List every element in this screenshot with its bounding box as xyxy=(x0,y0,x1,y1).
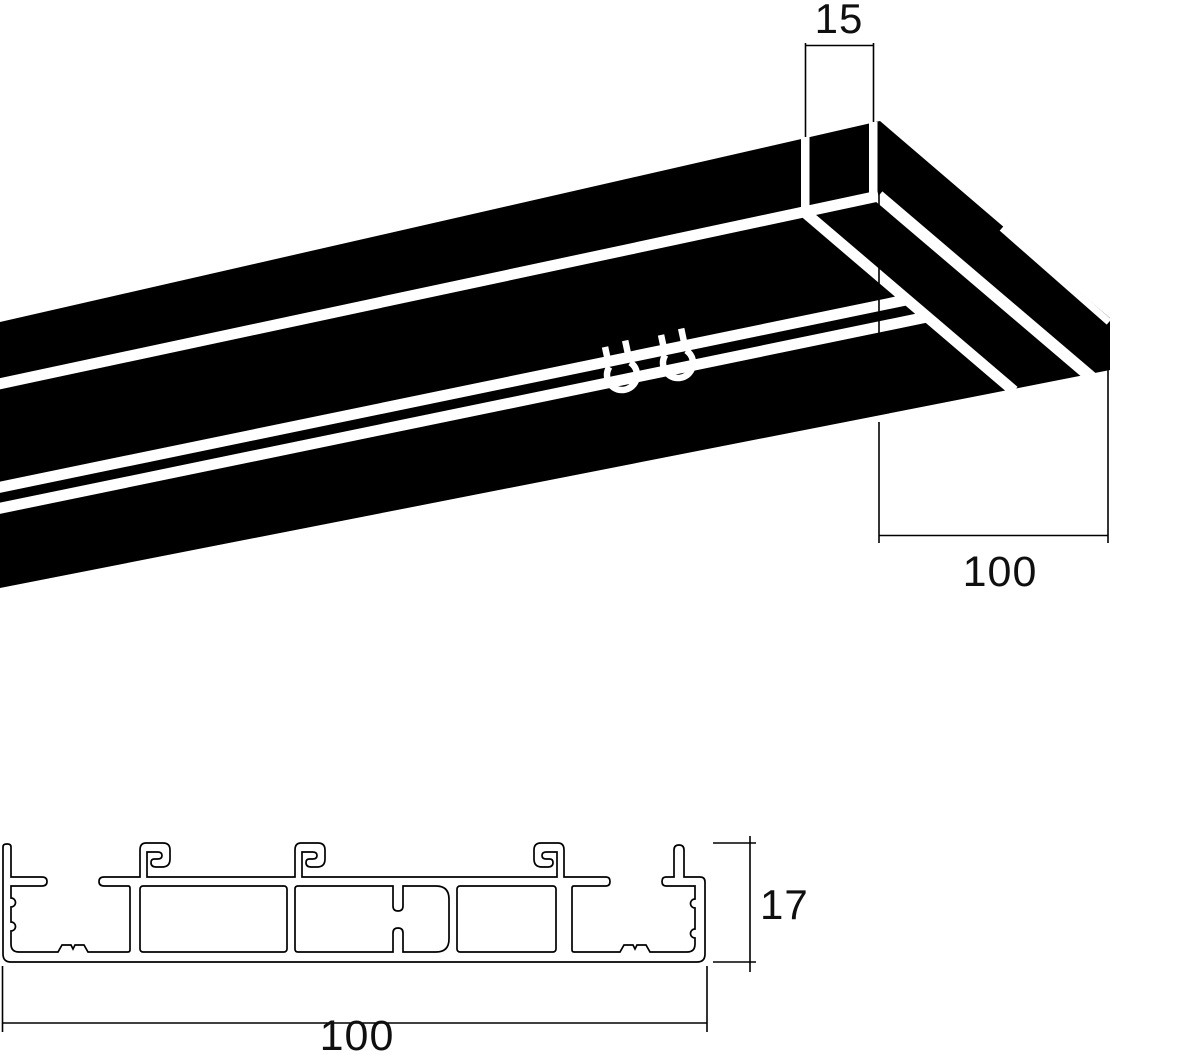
dim-15: 15 xyxy=(804,0,875,137)
glider-clip-left xyxy=(657,334,669,356)
dim-17: 17 xyxy=(713,836,809,972)
section-outline xyxy=(2,842,706,963)
glider-clip-left xyxy=(601,346,613,368)
dim-15-label: 15 xyxy=(815,0,864,42)
glider-icon-1 xyxy=(601,339,641,394)
section-dim-100-label: 100 xyxy=(320,1012,395,1055)
dim-100-label: 100 xyxy=(963,548,1038,596)
glider-slot-stripe-1 xyxy=(0,294,908,493)
section-chamber-2-with-snap-teeth xyxy=(294,885,450,953)
cross-section-view: 17 100 xyxy=(1,836,809,1055)
extension-gap-right xyxy=(869,122,878,197)
section-profile xyxy=(2,842,706,963)
glider-clip-right xyxy=(621,339,633,362)
glider-clip-right xyxy=(677,327,689,350)
groove-stripe-top xyxy=(0,190,880,390)
end-face-inner-stripe xyxy=(802,209,1018,396)
end-face-groove-mark xyxy=(999,225,1112,325)
glider-slot-stripe-2 xyxy=(0,311,929,514)
extension-gap-left xyxy=(801,137,810,214)
end-face-edge-stripe xyxy=(874,191,1122,405)
perspective-view: 15 100 xyxy=(0,0,1122,596)
dim-100-section: 100 xyxy=(1,966,708,1055)
dim-100-perspective: 100 xyxy=(878,192,1109,596)
dim-17-label: 17 xyxy=(760,881,809,928)
groove-stripes xyxy=(0,122,1122,514)
glider-icon-2 xyxy=(657,327,697,382)
section-chamber-1 xyxy=(139,885,288,953)
glider-hook-arc xyxy=(603,359,641,394)
section-chamber-3 xyxy=(456,885,557,953)
glider-hook-arc xyxy=(659,347,697,382)
